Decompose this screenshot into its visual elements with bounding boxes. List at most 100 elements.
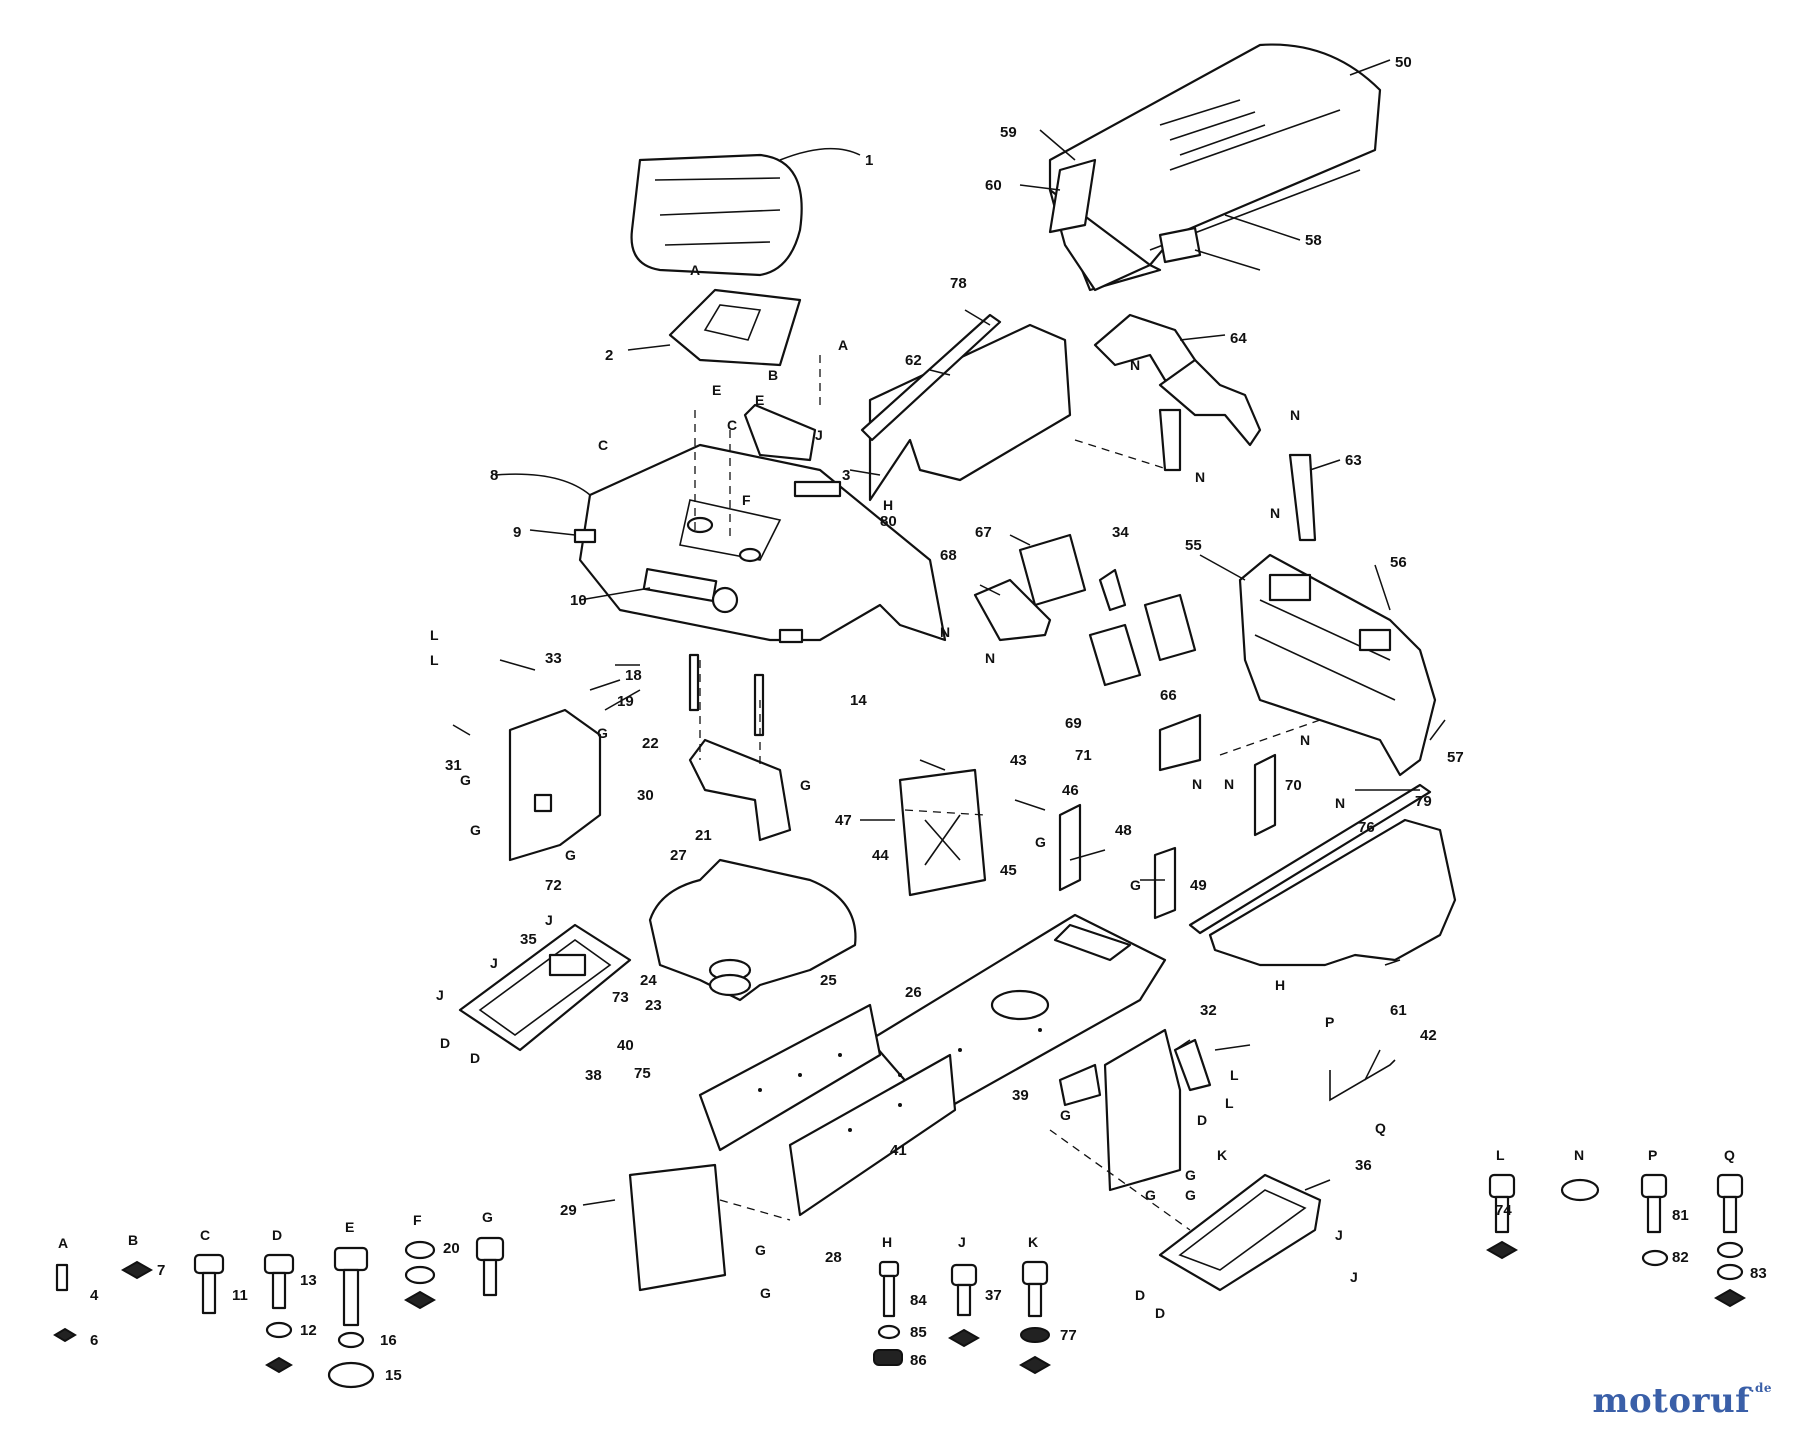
callout-83: 83 [1750, 1265, 1767, 1282]
callout-21: 21 [695, 827, 712, 844]
callout-81: 81 [1672, 1207, 1689, 1224]
callout-86: 86 [910, 1352, 927, 1369]
callout-38: 38 [585, 1067, 602, 1084]
callout-32: 32 [1200, 1002, 1217, 1019]
callout-29: 29 [560, 1202, 577, 1219]
bracket-part [743, 403, 817, 462]
key-Q: Q [1724, 1147, 1735, 1163]
callout-76: 76 [1358, 819, 1375, 836]
key-P: P [1648, 1147, 1657, 1163]
left-panel-part [508, 708, 602, 862]
callout-3: 3 [842, 467, 850, 484]
callout-47: 47 [835, 812, 852, 829]
callout-56: 56 [1390, 554, 1407, 571]
callout-31: 31 [445, 757, 462, 774]
callout-33: 33 [545, 650, 562, 667]
svg-text:N: N [1130, 357, 1140, 373]
svg-text:N: N [1195, 469, 1205, 485]
svg-text:G: G [800, 777, 811, 793]
callout-14: 14 [850, 692, 867, 709]
dash-panel-part [898, 768, 987, 897]
right-panel-part [1058, 1028, 1212, 1192]
callout-60: 60 [985, 177, 1002, 194]
callout-37: 37 [985, 1287, 1002, 1304]
console-part [1238, 553, 1437, 777]
svg-text:N: N [1300, 732, 1310, 748]
callout-7: 7 [157, 1262, 165, 1279]
callout-44: 44 [872, 847, 889, 864]
callout-2: 2 [605, 347, 613, 364]
callout-8: 8 [490, 467, 498, 484]
hood-part [1048, 43, 1382, 292]
svg-text:J: J [490, 955, 498, 971]
callout-28: 28 [825, 1249, 842, 1266]
svg-text:N: N [1192, 776, 1202, 792]
callout-64: 64 [1230, 330, 1247, 347]
callout-36: 36 [1355, 1157, 1372, 1174]
footrest-left-part [458, 923, 632, 1052]
leader-lines [452, 59, 1446, 1206]
callout-26: 26 [905, 984, 922, 1001]
callout-63: 63 [1345, 452, 1362, 469]
callout-62: 62 [905, 352, 922, 369]
svg-text:G: G [1130, 877, 1141, 893]
callout-69: 69 [1065, 715, 1082, 732]
hardware-part [53, 1173, 1747, 1389]
steering-bracket-part [688, 653, 792, 842]
watermark-tld: .de [1750, 1381, 1772, 1395]
callout-72: 72 [545, 877, 562, 894]
svg-text:G: G [565, 847, 576, 863]
svg-text:G: G [760, 1285, 771, 1301]
key-K: K [1028, 1234, 1038, 1250]
svg-text:E: E [712, 382, 721, 398]
fender-deck-part [573, 443, 947, 644]
svg-text:B: B [768, 367, 778, 383]
svg-text:D: D [1135, 1287, 1145, 1303]
hardware-key-letters: A B C D E F G H J K L N P Q AA EB EJ CC … [58, 262, 1735, 1321]
seat-pan-part [668, 288, 802, 367]
svg-text:D: D [440, 1035, 450, 1051]
callout-10: 10 [570, 592, 587, 609]
side-panel-part [1188, 783, 1457, 967]
callout-67: 67 [975, 524, 992, 541]
callout-35: 35 [520, 931, 537, 948]
callout-12: 12 [300, 1322, 317, 1339]
svg-text:J: J [545, 912, 553, 928]
callout-79: 79 [1415, 793, 1432, 810]
callout-66: 66 [1160, 687, 1177, 704]
callout-46: 46 [1062, 782, 1079, 799]
svg-text:Q: Q [1375, 1120, 1386, 1136]
svg-text:F: F [742, 492, 751, 508]
callout-15: 15 [385, 1367, 402, 1384]
callout-1: 1 [865, 152, 873, 169]
svg-text:L: L [1225, 1095, 1234, 1111]
svg-text:G: G [1035, 834, 1046, 850]
svg-text:P: P [1325, 1014, 1334, 1030]
callout-49: 49 [1190, 877, 1207, 894]
fuel-tank-part [648, 858, 857, 1002]
key-B: B [128, 1232, 138, 1248]
svg-text:D: D [1155, 1305, 1165, 1321]
callout-84: 84 [910, 1292, 927, 1309]
key-N: N [1574, 1147, 1584, 1163]
key-E: E [345, 1219, 354, 1235]
svg-text:C: C [598, 437, 608, 453]
callout-18: 18 [625, 667, 642, 684]
callout-13: 13 [300, 1272, 317, 1289]
seat-part [630, 153, 803, 277]
svg-text:N: N [1270, 505, 1280, 521]
callout-27: 27 [670, 847, 687, 864]
svg-text:N: N [1290, 407, 1300, 423]
svg-text:G: G [1185, 1167, 1196, 1183]
svg-text:E: E [755, 392, 764, 408]
callout-75: 75 [634, 1065, 651, 1082]
callout-55: 55 [1185, 537, 1202, 554]
svg-text:G: G [755, 1242, 766, 1258]
callout-40: 40 [617, 1037, 634, 1054]
support-frame-part [1093, 313, 1317, 542]
callout-58: 58 [1305, 232, 1322, 249]
svg-text:D: D [1197, 1112, 1207, 1128]
callout-16: 16 [380, 1332, 397, 1349]
svg-text:A: A [838, 337, 848, 353]
callout-71: 71 [1075, 747, 1092, 764]
